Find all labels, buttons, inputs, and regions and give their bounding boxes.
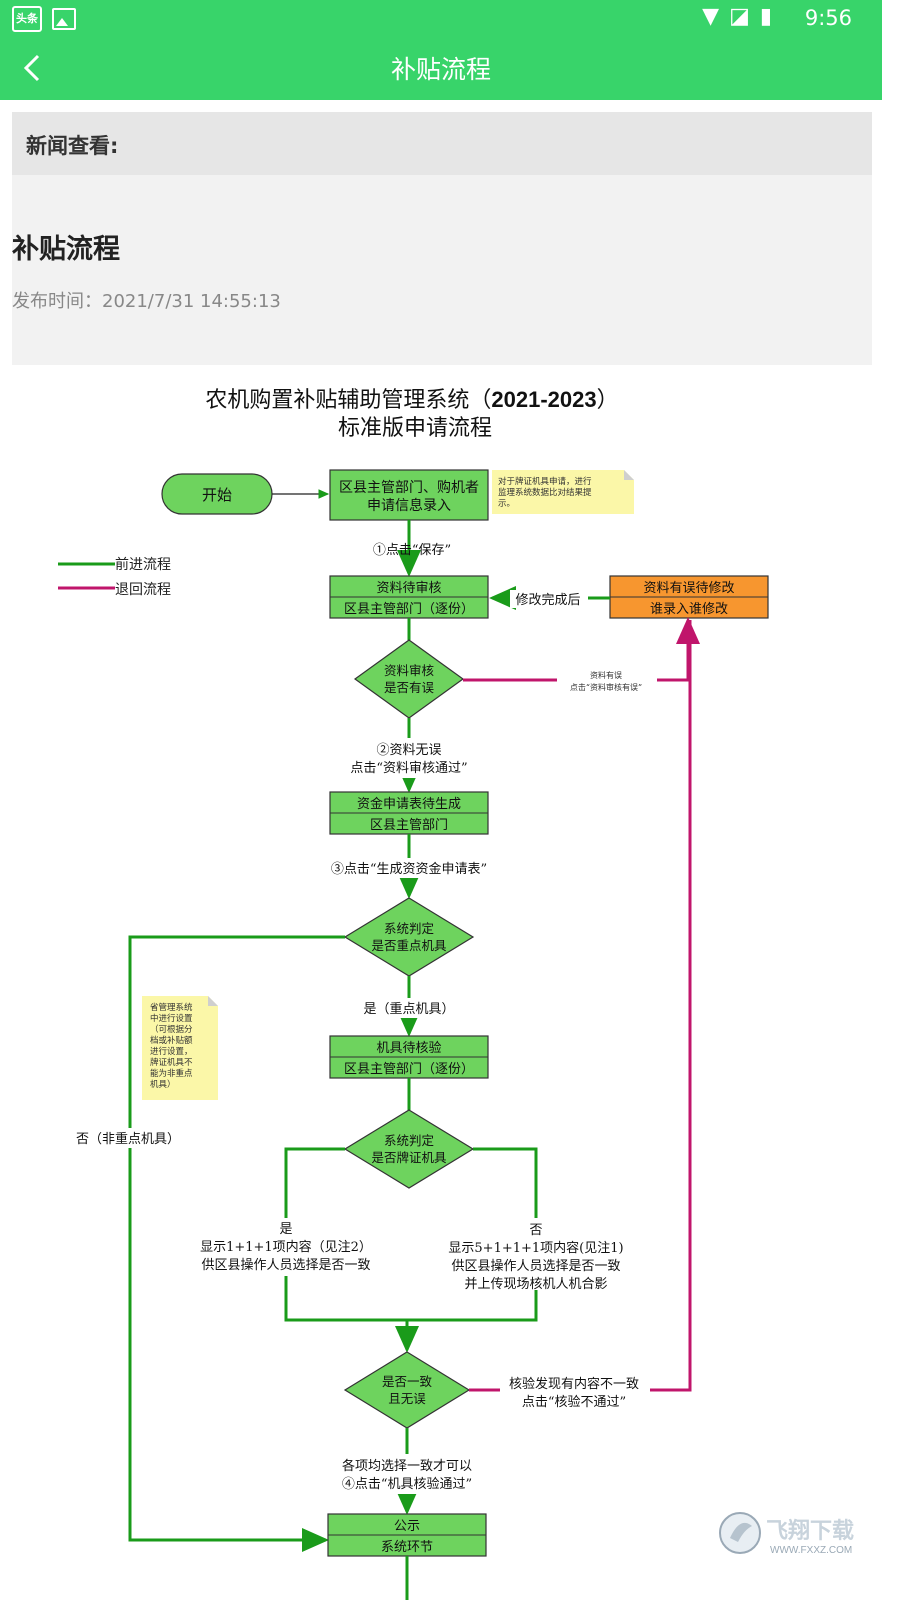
flowchart-title: 农机购置补贴辅助管理系统（2021-2023） [205, 387, 618, 413]
step1-label: ①点击“保存” [373, 543, 451, 558]
entry-box-line1: 区县主管部门、购机者 [339, 480, 479, 496]
flowchart-image: 农机购置补贴辅助管理系统（2021-2023） 标准版申请流程 前进流程 退回流… [12, 376, 882, 1600]
page-title: 补贴流程 [390, 55, 491, 84]
entry-box-line2: 申请信息录入 [367, 497, 451, 514]
right-l2: 供区县操作人员选择是否一致 [451, 1258, 620, 1274]
no-signal-icon: ◪ [729, 4, 760, 29]
fix-done-label: 修改完成后 [515, 593, 580, 608]
key-machine-decision [343, 897, 475, 977]
license-decision-l2: 是否牌证机具 [371, 1150, 447, 1165]
publish-time: 发布时间：2021/7/31 14:55:13 [12, 291, 281, 312]
error-fix-bottom: 谁录入谁修改 [650, 602, 728, 617]
image-icon [52, 8, 76, 30]
watermark-text2: WWW.FXXZ.COM [770, 1545, 852, 1556]
fund-form-bottom: 区县主管部门 [370, 818, 448, 833]
svg-text:进行设置，: 进行设置， [150, 1046, 193, 1057]
svg-text:中进行设置: 中进行设置 [150, 1013, 193, 1024]
svg-text:能为非重点: 能为非重点 [150, 1068, 193, 1079]
step2-l1: ②资料无误 [376, 743, 441, 758]
err-label-l1: 资料有误 [590, 670, 622, 680]
step4-l1: 各项均选择一致才可以 [342, 1458, 472, 1474]
fund-form-top: 资金申请表待生成 [357, 796, 461, 812]
flowchart-subtitle: 标准版申请流程 [338, 416, 492, 441]
svg-text:（可根据分: （可根据分 [150, 1024, 193, 1035]
no-key-label: 否（非重点机具） [76, 1131, 180, 1147]
svg-text:牌证机具不: 牌证机具不 [150, 1057, 193, 1068]
step3-label: ③点击“生成资资金申请表” [331, 861, 487, 877]
review-decision-l1: 资料审核 [384, 663, 435, 678]
mismatch-l1: 核验发现有内容不一致 [509, 1376, 639, 1392]
review-decision [353, 639, 465, 719]
publicity-bottom: 系统环节 [381, 1540, 433, 1555]
status-icons: ▼◪▮ [702, 4, 782, 29]
consistency-l1: 是否一致 [382, 1374, 433, 1389]
clock: 9:56 [804, 6, 852, 30]
legend-back: 退回流程 [115, 582, 171, 598]
toutiao-app-icon: 头条 [12, 6, 42, 32]
key-decision-l2: 是否重点机具 [371, 938, 447, 953]
err-label-l2: 点击“资料审核有误” [570, 682, 642, 692]
review-decision-l2: 是否有误 [384, 680, 435, 695]
chevron-left-icon [23, 54, 40, 82]
svg-text:档或补贴额: 档或补贴额 [150, 1035, 193, 1046]
license-decision-l1: 系统判定 [384, 1133, 434, 1148]
article-title: 补贴流程 [12, 234, 120, 265]
left-l1: 显示1+1+1项内容（见注2） [200, 1239, 372, 1255]
wifi-icon: ▼ [702, 4, 730, 29]
publicity-top: 公示 [394, 1519, 420, 1534]
note1-l1: 对于牌证机具申请，进行 [498, 476, 592, 487]
left-yes: 是 [279, 1222, 292, 1237]
note-license [492, 470, 634, 514]
watermark-text1: 飞翔下载 [766, 1518, 854, 1543]
note2-lines: 省管理系统 中进行设置 （可根据分 档或补贴额 进行设置， 牌证机具不 能为非重… [150, 1002, 193, 1090]
error-fix-top: 资料有误待修改 [643, 581, 734, 596]
step4-l2: ④点击“机具核验通过” [342, 1476, 472, 1492]
legend-forward: 前进流程 [115, 556, 171, 573]
status-bar: 头条 ▼◪▮ 9:56 [0, 0, 882, 36]
app-bar: 补贴流程 [0, 36, 882, 100]
step2-l2: 点击“资料审核通过” [350, 761, 467, 776]
right-l3: 并上传现场核机人机合影 [464, 1277, 607, 1292]
yes-key-label: 是（重点机具） [363, 1001, 454, 1017]
consistency-decision [343, 1351, 471, 1429]
article-header: 补贴流程 发布时间：2021/7/31 14:55:13 [12, 175, 872, 365]
note1-l3: 示。 [498, 499, 515, 509]
machine-verify-bottom: 区县主管部门（逐份） [344, 1062, 474, 1077]
pending-review-bottom: 区县主管部门（逐份） [344, 602, 474, 617]
back-button[interactable] [18, 50, 48, 86]
key-decision-l1: 系统判定 [384, 921, 434, 936]
left-l2: 供区县操作人员选择是否一致 [201, 1257, 370, 1273]
watermark-logo: 飞翔下载 WWW.FXXZ.COM [718, 1508, 878, 1558]
right-edge [882, 0, 900, 1600]
battery-charging-icon: ▮ [759, 4, 782, 29]
svg-text:省管理系统: 省管理系统 [150, 1002, 193, 1013]
pending-review-top: 资料待审核 [376, 581, 441, 596]
consistency-l2: 且无误 [388, 1391, 426, 1406]
news-view-label: 新闻查看: [26, 134, 119, 158]
svg-text:机具）: 机具） [150, 1079, 176, 1090]
news-header: 新闻查看: [12, 112, 872, 175]
note1-l2: 监理系统数据比对结果提 [498, 487, 592, 498]
machine-verify-top: 机具待核验 [376, 1040, 441, 1056]
right-l1: 显示5+1+1+1项内容(见注1) [448, 1240, 623, 1256]
start-label: 开始 [202, 486, 232, 504]
right-no: 否 [529, 1223, 542, 1238]
mismatch-l2: 点击“核验不通过” [522, 1394, 626, 1410]
note-settings [142, 996, 218, 1100]
license-decision [343, 1109, 475, 1189]
flowchart-svg: 农机购置补贴辅助管理系统（2021-2023） 标准版申请流程 前进流程 退回流… [58, 387, 769, 1600]
